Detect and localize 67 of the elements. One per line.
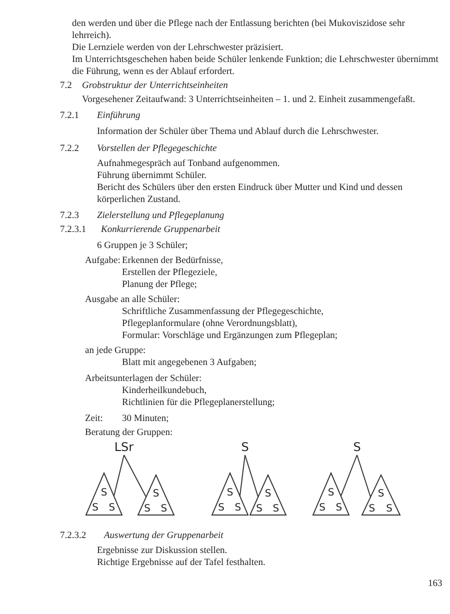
- section-heading: Konkurrierende Gruppenarbeit: [101, 224, 220, 236]
- body-text: den werden und über die Pflege nach der Entlassung berichten (bei Mukoviszidose sehr lehrreich).: [72, 18, 406, 42]
- letter-label: S: [160, 503, 168, 514]
- connecting-line: [113, 454, 124, 497]
- letter-label: S: [378, 488, 384, 500]
- body-text: Pflegeplanformulare (ohne Verordnungsblatt),: [122, 318, 298, 330]
- body-text: Aufnahmegespräch auf Tonband aufgenommen.: [97, 158, 281, 170]
- letter-label: S: [264, 488, 272, 500]
- body-text: Im Unterrichtsgeschehen haben beide Schüler lenkende Funktion; die Lehrschwester übernimmt die Führung, wenn es der Ablauf erfordert.: [72, 54, 440, 78]
- letter-label: S: [100, 487, 108, 498]
- section-number: 7.2.1: [60, 110, 79, 122]
- section-number: 7.2.3: [60, 210, 79, 222]
- letter-label: S: [144, 503, 151, 514]
- body-text: Die Lernziele werden von der Lehrschwester präzisiert.: [72, 42, 284, 54]
- body-text: 6 Gruppen je 3 Schüler;: [97, 240, 189, 252]
- page-number: 163: [428, 578, 442, 590]
- body-text: Planung der Pflege;: [122, 279, 198, 291]
- connecting-line: [244, 454, 259, 498]
- letter-label: S: [218, 502, 225, 514]
- tree-root-label: S: [348, 440, 366, 455]
- tree-root-label: LSr: [109, 440, 139, 455]
- field-label: Zeit:: [85, 413, 103, 425]
- letter-label: S: [92, 502, 99, 514]
- body-text: Formular: Vorschläge und Ergänzungen zum Pflegeplan;: [122, 330, 339, 342]
- section-number: 7.2: [60, 80, 72, 92]
- tree-root-label: S: [236, 440, 254, 455]
- body-text: Schriftliche Zusammenfassung der Pflegegeschichte,: [122, 306, 325, 318]
- section-number: 7.2.3.2: [60, 530, 86, 542]
- connecting-line: [356, 454, 372, 498]
- body-text: Richtlinien für die Pflegeplanerstellung;: [122, 397, 276, 409]
- letter-label: S: [226, 487, 234, 498]
- letter-label: S: [368, 503, 376, 514]
- body-text: Ausgabe an alle Schüler:: [85, 294, 181, 306]
- body-text: Beratung der Gruppen:: [85, 427, 174, 439]
- body-text: Blatt mit angegebenen 3 Aufgaben;: [122, 357, 258, 369]
- body-text: Bericht des Schülers über den ersten Eindruck über Mutter und Kind und dessen körperlichen Zustand.: [97, 182, 404, 206]
- body-text: 30 Minuten;: [122, 413, 170, 425]
- connecting-line: [239, 454, 246, 497]
- letter-label: S: [319, 502, 326, 514]
- letter-label: S: [272, 503, 280, 514]
- section-heading: Grobstruktur der Unterrichtseinheiten: [82, 80, 228, 92]
- body-text: Erstellen der Pflegeziele,: [122, 267, 218, 279]
- letter-label: S: [386, 503, 393, 514]
- body-text: Richtige Ergebnisse auf der Tafel festhalten.: [97, 557, 266, 569]
- body-text: Führung übernimmt Schüler.: [97, 170, 208, 182]
- body-text: Ergebnisse zur Diskussion stellen.: [97, 545, 228, 557]
- section-number: 7.2.3.1: [60, 224, 86, 236]
- body-text: Vorgesehener Zeitaufwand: 3 Unterrichtseinheiten – 1. und 2. Einheit zusammengefaßt.: [82, 94, 416, 106]
- section-heading: Einführung: [97, 110, 140, 122]
- letter-label: S: [256, 503, 263, 514]
- letter-label: S: [152, 488, 160, 500]
- letter-label: S: [234, 502, 242, 514]
- section-heading: Auswertung der Gruppenarbeit: [104, 530, 224, 542]
- body-text: Information der Schüler über Thema und Ablauf durch die Lehrschwester.: [97, 126, 380, 138]
- letter-label: S: [328, 487, 334, 498]
- letter-label: S: [108, 502, 116, 514]
- letter-label: S: [336, 502, 342, 514]
- body-text: Arbeitsunterlagen der Schüler:: [85, 373, 203, 385]
- section-heading: Zielerstellung und Pflegeplanung: [97, 210, 224, 222]
- connecting-line: [340, 454, 358, 497]
- body-text: Erkennen der Bedürfnisse,: [122, 255, 224, 267]
- connecting-line: [124, 454, 147, 498]
- body-text: Kinderheilkundebuch,: [122, 385, 208, 397]
- section-number: 7.2.2: [60, 143, 79, 155]
- section-heading: Vorstellen der Pflegegeschichte: [97, 143, 217, 155]
- body-text: an jede Gruppe:: [85, 345, 147, 357]
- field-label: Aufgabe:: [85, 255, 120, 267]
